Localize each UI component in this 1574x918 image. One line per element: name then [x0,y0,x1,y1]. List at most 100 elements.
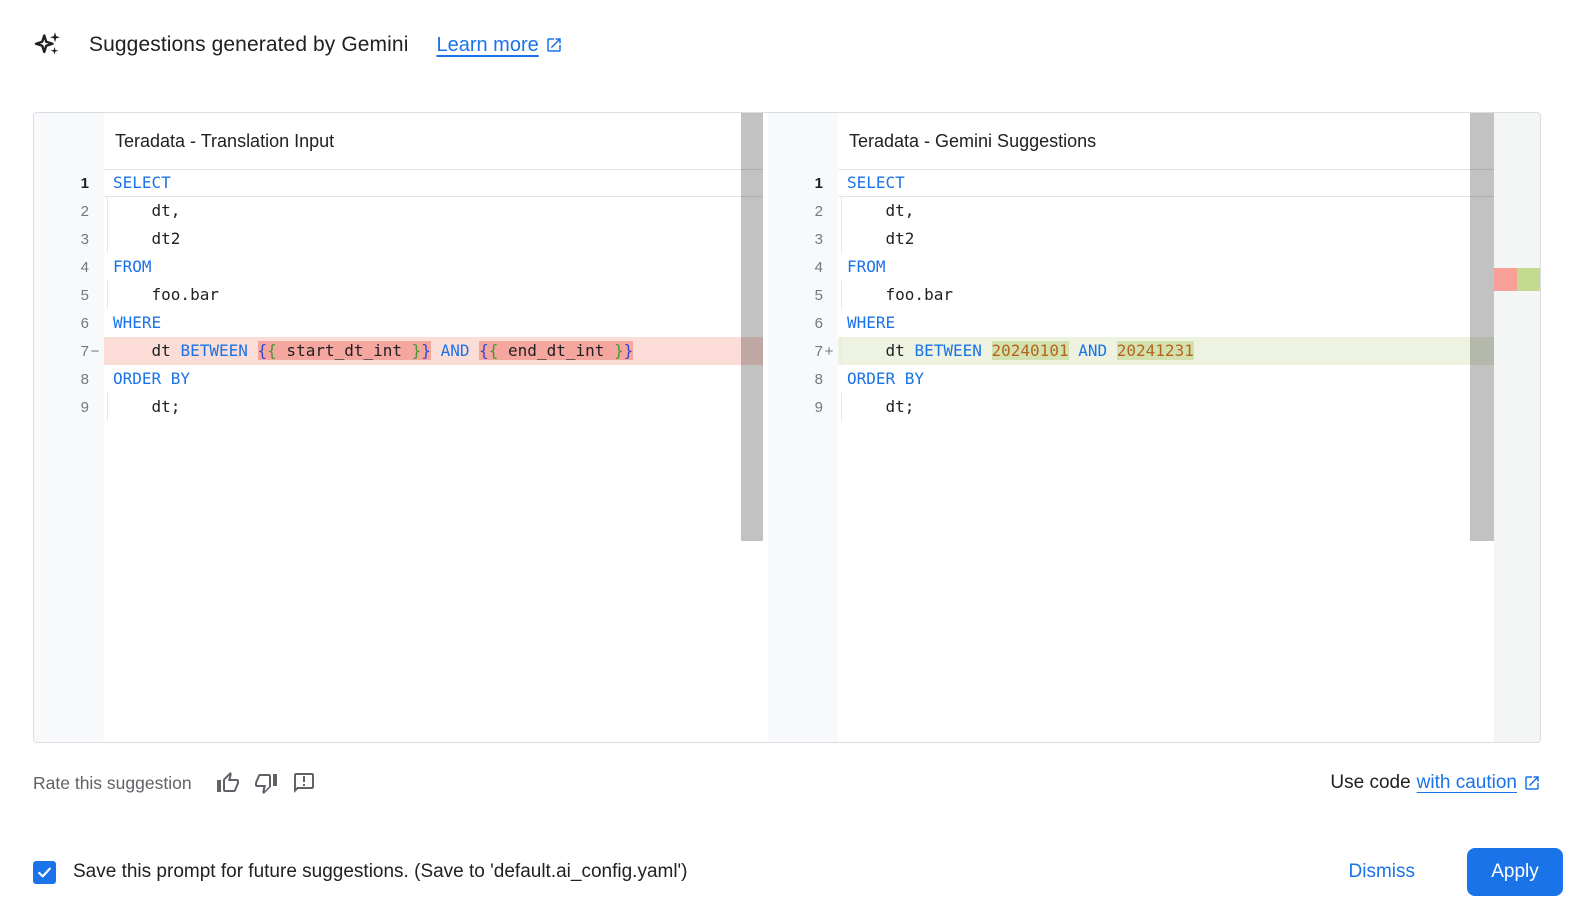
code-token: { [488,341,499,360]
diff-marker: + [824,342,834,360]
vertical-scrollbar[interactable] [741,113,763,742]
code-line-7[interactable]: 7− dt BETWEEN {{ start_dt_int }} AND {{ … [34,337,763,365]
code-token [469,341,479,360]
vertical-scrollbar[interactable] [1470,113,1494,742]
code-token [248,341,258,360]
open-in-new-icon [547,38,561,52]
code-token: } [623,341,634,360]
pane-divider [763,113,768,742]
code-token: end_dt_int [498,341,614,360]
line-number: 7+ [814,342,834,360]
code-token: dt; [113,397,181,416]
line-number: 3 [80,230,89,248]
thumb-down-icon[interactable] [254,771,279,796]
line-number: 6 [80,314,89,332]
code-content: dt2 [104,225,763,253]
code-token: foo.bar [847,285,953,304]
scrollbar-thumb[interactable] [741,113,763,541]
learn-more-link[interactable]: Learn more [436,34,562,57]
code-token: 20240101 [991,341,1069,360]
code-token: dt2 [113,229,181,248]
pane-title-translation-input: Teradata - Translation Input [115,130,335,151]
code-line-8[interactable]: 8 ORDER BY [768,365,1540,393]
code-token: dt [847,341,915,360]
code-token: FROM [847,257,886,276]
overview-insertion-mark [1517,268,1540,291]
code-content: dt BETWEEN 20240101 AND 20241231 [838,337,1540,365]
check-icon [38,867,51,877]
code-token: foo.bar [113,285,219,304]
line-number: 1 [80,174,89,192]
code-content: dt2 [838,225,1540,253]
with-caution-link[interactable]: with caution [1416,772,1517,793]
code-content: dt; [104,393,763,421]
code-line-5[interactable]: 5 foo.bar [34,281,763,309]
code-content: dt; [838,393,1540,421]
code-token: { [267,341,277,360]
code-content: dt, [104,197,763,225]
code-token: dt2 [847,229,915,248]
open-in-new-icon [1525,776,1539,790]
rate-suggestion-row: Rate this suggestion [33,768,330,798]
code-content: dt BETWEEN {{ start_dt_int }} AND {{ end… [104,337,763,365]
line-number: 2 [80,202,89,220]
code-token: WHERE [847,313,896,332]
code-line-5[interactable]: 5 foo.bar [768,281,1540,309]
code-token: dt, [113,201,181,220]
code-line-7[interactable]: 7+ dt BETWEEN 20240101 AND 20241231 [768,337,1540,365]
pane-header: Teradata - Gemini Suggestions [768,113,1540,169]
code-token: dt [113,341,181,360]
line-number: 4 [814,258,823,276]
code-content: SELECT [838,169,1540,197]
save-prompt-checkbox[interactable] [33,860,56,884]
action-bar: Save this prompt for future suggestions.… [33,848,1563,896]
dialog-title: Suggestions generated by Gemini [89,33,409,56]
rate-label: Rate this suggestion [33,772,192,793]
line-number: 9 [80,398,89,416]
apply-button[interactable]: Apply [1467,848,1563,896]
code-token: start_dt_int [276,341,412,360]
code-token: dt; [847,397,915,416]
code-line-3[interactable]: 3 dt2 [768,225,1540,253]
code-token: } [614,341,624,360]
thumb-up-icon[interactable] [216,771,241,796]
dismiss-button[interactable]: Dismiss [1339,855,1426,889]
code-content: ORDER BY [838,365,1540,393]
code-line-9[interactable]: 9 dt; [768,393,1540,421]
use-code-prefix: Use code [1330,772,1411,793]
code-line-4[interactable]: 4 FROM [768,253,1540,281]
code-content: foo.bar [838,281,1540,309]
dialog-header: Suggestions generated by Gemini Learn mo… [33,30,563,60]
code-line-9[interactable]: 9 dt; [34,393,763,421]
line-number: 9 [814,398,823,416]
code-content: foo.bar [104,281,763,309]
code-token: dt, [847,201,915,220]
code-content: FROM [838,253,1540,281]
code-token: { [479,341,489,360]
code-line-6[interactable]: 6 WHERE [768,309,1540,337]
code-line-2[interactable]: 2 dt, [768,197,1540,225]
diff-overview-ruler [1494,113,1540,742]
feedback-icon[interactable] [292,771,317,796]
line-number: 5 [814,286,823,304]
code-token [982,341,992,360]
code-line-3[interactable]: 3 dt2 [34,225,763,253]
code-token: 20241231 [1116,341,1194,360]
code-content: WHERE [838,309,1540,337]
line-number: 6 [814,314,823,332]
code-token: AND [440,341,470,360]
line-number-gutter [768,113,838,742]
code-content: FROM [104,253,763,281]
code-line-2[interactable]: 2 dt, [34,197,763,225]
scrollbar-thumb[interactable] [1470,113,1494,541]
line-number: 8 [814,370,823,388]
line-number: 3 [814,230,823,248]
